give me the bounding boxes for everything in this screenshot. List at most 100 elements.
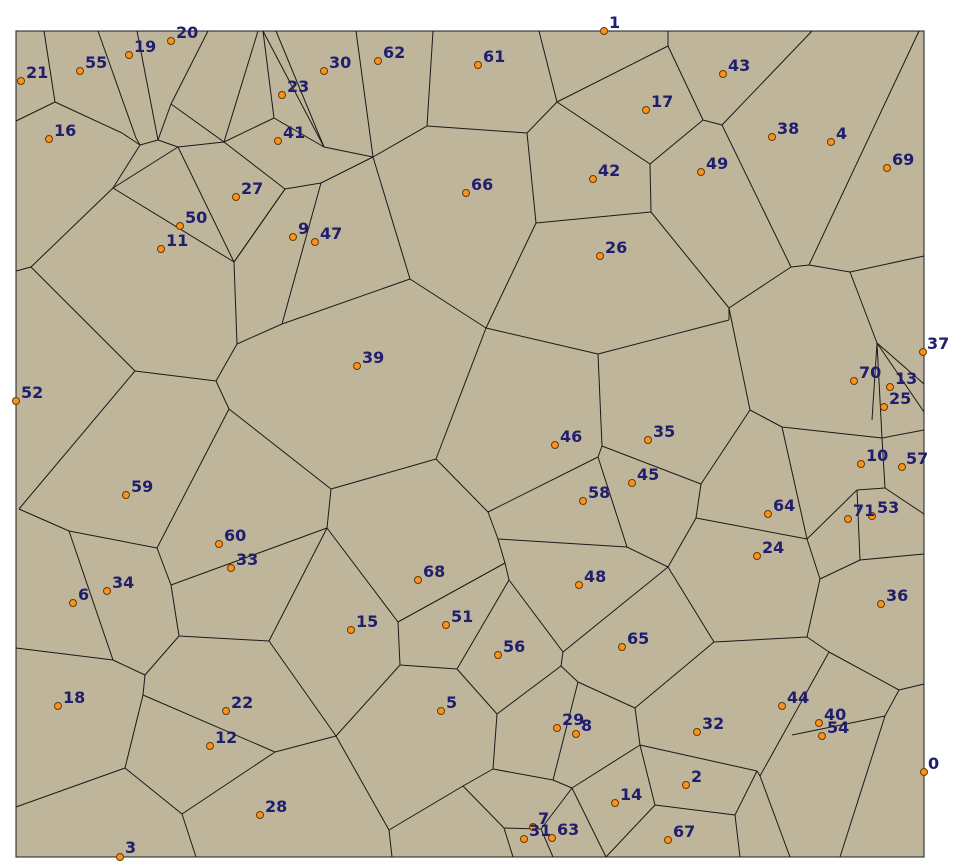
site-label: 64 [773, 496, 795, 515]
cell-edge [649, 119, 704, 165]
cell-edge [228, 408, 332, 490]
site-13: 13 [886, 369, 917, 391]
site-36: 36 [877, 586, 908, 608]
site-point [920, 768, 928, 776]
cell-edge [372, 125, 428, 158]
cell-edge [142, 694, 276, 753]
cell-edge [68, 530, 114, 661]
site-point [883, 164, 891, 172]
site-71: 71 [844, 501, 875, 523]
cell-edge [281, 182, 322, 325]
site-point [768, 133, 776, 141]
cell-edge [233, 261, 238, 345]
site-4: 4 [827, 124, 847, 146]
site-29: 29 [553, 710, 584, 732]
site-label: 35 [653, 422, 675, 441]
cell-edge [355, 30, 374, 158]
site-45: 45 [628, 465, 659, 487]
site-point [600, 27, 608, 35]
site-label: 37 [927, 334, 949, 353]
cell-edge [597, 319, 730, 355]
site-point [753, 552, 761, 560]
site-point [45, 135, 53, 143]
site-point [278, 91, 286, 99]
cell-edge [18, 370, 136, 510]
site-label: 18 [63, 688, 85, 707]
cell-edge [181, 813, 197, 858]
site-label: 71 [853, 501, 875, 520]
cell-edge [456, 579, 510, 670]
cell-edge [397, 562, 506, 623]
site-point [462, 189, 470, 197]
site-63: 63 [548, 820, 579, 842]
cell-edge [571, 787, 607, 858]
cell-edge [639, 744, 758, 772]
site-point [815, 719, 823, 727]
site-point [494, 651, 502, 659]
cell-edge [819, 559, 861, 580]
site-label: 45 [637, 465, 659, 484]
site-label: 14 [620, 785, 642, 804]
cell-edge [667, 45, 704, 121]
site-point [122, 491, 130, 499]
site-52: 52 [12, 383, 43, 405]
site-label: 39 [362, 348, 384, 367]
cell-edge [112, 659, 146, 676]
site-label: 30 [329, 53, 351, 72]
site-label: 10 [866, 446, 888, 465]
cell-edge [856, 487, 886, 491]
cell-edge [806, 578, 821, 638]
site-label: 67 [673, 822, 695, 841]
cell-edge [781, 426, 883, 439]
cell-edge [562, 566, 669, 653]
cell-edge [124, 694, 144, 769]
cell-edges [15, 30, 925, 858]
cell-edge [881, 429, 925, 439]
site-3: 3 [116, 838, 136, 861]
site-label: 44 [787, 688, 809, 707]
cell-edge [808, 264, 851, 273]
site-label: 15 [356, 612, 378, 631]
site-point [69, 599, 77, 607]
site-point [575, 581, 583, 589]
cell-edge [326, 488, 332, 529]
cell-edge [223, 30, 259, 143]
cell-edge [884, 487, 925, 515]
site-point [206, 742, 214, 750]
site-23: 23 [278, 77, 309, 99]
site-point [898, 463, 906, 471]
site-point [548, 834, 556, 842]
site-label: 28 [265, 797, 287, 816]
site-label: 11 [166, 231, 188, 250]
site-25: 25 [880, 389, 911, 411]
cell-edge [435, 458, 489, 513]
cell-edge [215, 380, 230, 410]
cell-edge [884, 689, 900, 717]
cell-edge [68, 530, 158, 549]
site-point [919, 348, 927, 356]
cell-edge [335, 735, 390, 831]
cell-edge [577, 681, 636, 709]
cell-edge [634, 707, 641, 746]
cell-edge [859, 553, 925, 561]
site-label: 36 [886, 586, 908, 605]
site-label: 63 [557, 820, 579, 839]
cell-edge [112, 146, 179, 189]
site-point [880, 403, 888, 411]
site-point [125, 51, 133, 59]
cell-edge [497, 538, 506, 564]
cell-edge [790, 264, 810, 268]
site-point [157, 245, 165, 253]
cell-edge [849, 255, 925, 273]
site-label: 26 [605, 238, 627, 257]
site-56: 56 [494, 637, 525, 659]
site-point [611, 799, 619, 807]
site-point [818, 732, 826, 740]
site-9: 9 [289, 219, 309, 241]
cell-edge [856, 489, 861, 561]
site-62: 62 [374, 43, 405, 65]
cell-edge [135, 137, 141, 146]
site-5: 5 [437, 693, 457, 715]
site-label: 55 [85, 53, 107, 72]
site-11: 11 [157, 231, 188, 253]
